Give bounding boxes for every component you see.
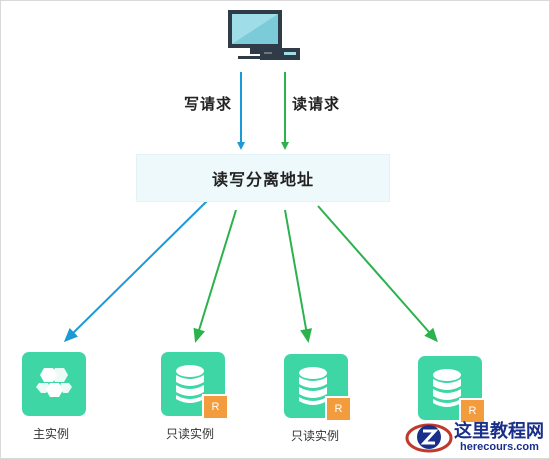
read-write-split-address: 读写分离地址 xyxy=(136,154,390,202)
readonly-badge: R xyxy=(459,398,486,424)
desktop-computer-icon xyxy=(228,10,300,60)
readonly-route-arrow-2 xyxy=(284,209,312,343)
readonly-badge: R xyxy=(325,396,352,422)
readonly-instance-2-icon: R xyxy=(284,354,352,422)
watermark-logo-icon xyxy=(405,423,453,453)
master-instance-label: 主实例 xyxy=(33,427,70,441)
watermark-url: herecours.com xyxy=(460,441,539,453)
readonly-route-arrow-3 xyxy=(317,205,438,343)
watermark-title: 这里教程网 xyxy=(454,421,544,442)
readonly-instance-1-icon: R xyxy=(161,352,229,420)
database-icon xyxy=(433,369,461,407)
database-icon xyxy=(299,367,327,405)
readonly-instance-1-label: 只读实例 xyxy=(166,427,215,441)
read-request-label: 读请求 xyxy=(292,95,341,113)
proxy-label: 读写分离地址 xyxy=(211,170,314,189)
readonly-instance-2-label: 只读实例 xyxy=(291,429,340,443)
readonly-route-arrow-1 xyxy=(193,209,237,343)
readonly-instance-3-icon: R xyxy=(418,356,486,424)
master-instance-icon xyxy=(22,352,86,416)
write-request-label: 写请求 xyxy=(184,95,233,113)
database-icon xyxy=(176,365,204,403)
master-route-arrow xyxy=(63,199,209,343)
readonly-badge: R xyxy=(202,394,229,420)
watermark: 这里教程网 herecours.com xyxy=(402,414,548,457)
